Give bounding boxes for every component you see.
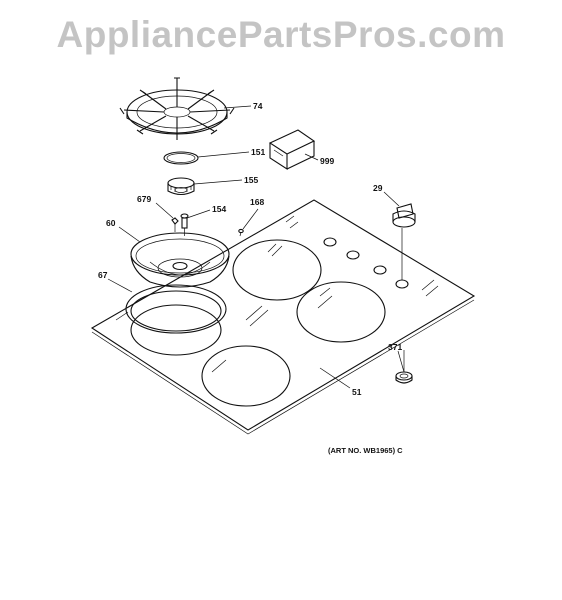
callout-999: 999 — [320, 156, 334, 166]
burner-orifice[interactable] — [180, 213, 189, 236]
callout-679: 679 — [137, 194, 151, 204]
callout-51: 51 — [352, 387, 362, 397]
callout-29: 29 — [373, 183, 383, 193]
callout-74: 74 — [253, 101, 263, 111]
callout-154: 154 — [212, 204, 226, 214]
cooktop-panel[interactable] — [90, 199, 476, 435]
burner-grate[interactable] — [119, 77, 235, 140]
art-number: (ART NO. WB1965) C — [328, 446, 403, 455]
callout-155: 155 — [244, 175, 258, 185]
callout-168: 168 — [250, 197, 264, 207]
callout-151: 151 — [251, 147, 265, 157]
callout-67: 67 — [98, 270, 108, 280]
spark-electrode[interactable] — [171, 217, 179, 232]
mounting-screw[interactable] — [238, 228, 244, 237]
parts-kit-box[interactable] — [268, 129, 316, 171]
burner-gasket[interactable] — [125, 284, 227, 334]
knob-grommet[interactable] — [395, 350, 413, 384]
burner-bowl[interactable] — [130, 232, 230, 288]
site-watermark: AppliancePartsPros.com — [56, 14, 506, 55]
callout-60: 60 — [106, 218, 116, 228]
control-knob[interactable] — [392, 203, 416, 280]
callout-371: 371 — [388, 342, 402, 352]
burner-cap-seal[interactable] — [163, 151, 199, 165]
burner-head[interactable] — [167, 177, 195, 196]
